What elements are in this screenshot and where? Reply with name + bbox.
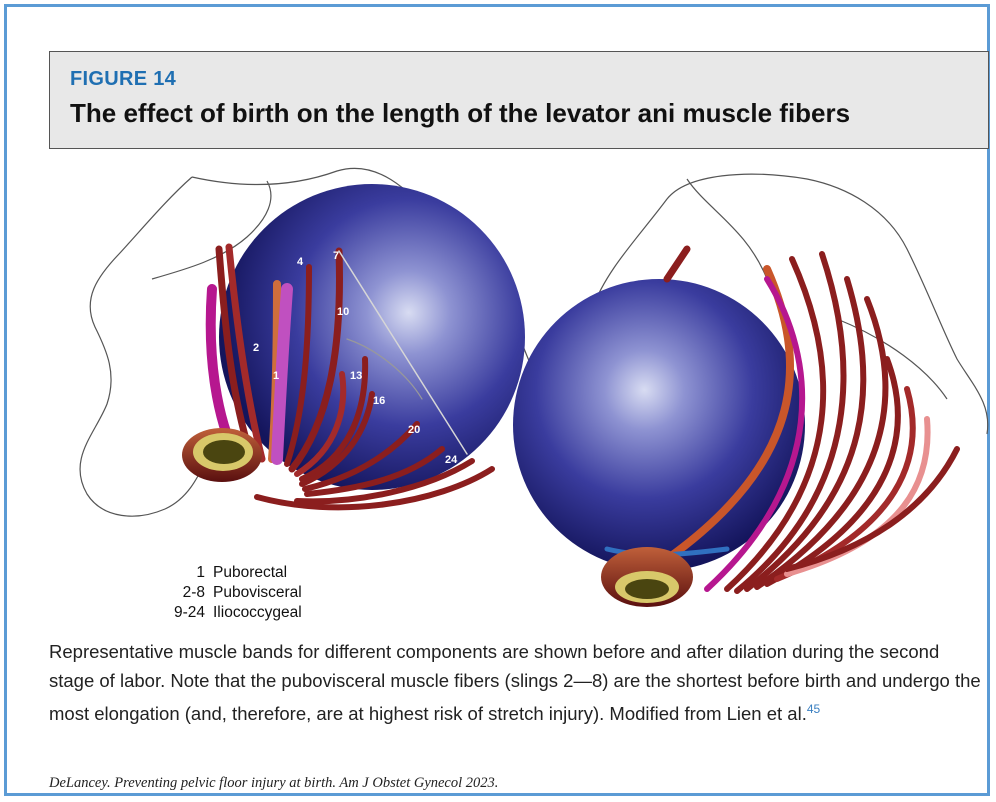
legend-item: 2-8 Pubovisceral bbox=[147, 583, 302, 603]
figure-title: The effect of birth on the length of the… bbox=[70, 98, 850, 129]
left-ring bbox=[182, 428, 262, 482]
right-ring bbox=[601, 547, 693, 607]
left-fetal-head bbox=[219, 184, 525, 490]
citation: DeLancey. Preventing pelvic floor injury… bbox=[49, 775, 498, 792]
band-label: 10 bbox=[337, 306, 349, 318]
figure-legend: 1 Puborectal 2-8 Pubovisceral 9-24 Ilioc… bbox=[147, 563, 302, 623]
figure-frame: FIGURE 14 The effect of birth on the len… bbox=[4, 4, 990, 796]
band-label: 13 bbox=[350, 370, 362, 382]
legend-item: 9-24 Iliococcygeal bbox=[147, 603, 302, 623]
legend-number: 2-8 bbox=[147, 583, 213, 603]
band-label: 24 bbox=[445, 454, 458, 466]
legend-number: 9-24 bbox=[147, 603, 213, 623]
legend-name: Pubovisceral bbox=[213, 583, 302, 603]
figure-caption: Representative muscle bands for differen… bbox=[49, 637, 989, 728]
figure-label: FIGURE 14 bbox=[70, 68, 176, 91]
band-label: 2 bbox=[253, 342, 259, 354]
legend-number: 1 bbox=[147, 563, 213, 583]
caption-text: Representative muscle bands for differen… bbox=[49, 641, 981, 724]
band-label: 4 bbox=[297, 256, 304, 268]
band-label: 7 bbox=[333, 250, 339, 262]
legend-name: Iliococcygeal bbox=[213, 603, 302, 623]
figure-header: FIGURE 14 The effect of birth on the len… bbox=[49, 51, 989, 149]
band-label: 20 bbox=[408, 424, 420, 436]
legend-item: 1 Puborectal bbox=[147, 563, 302, 583]
band-label: 16 bbox=[373, 395, 385, 407]
reference-link[interactable]: 45 bbox=[807, 702, 820, 716]
figure-illustration: 1 2 4 7 10 13 16 20 24 bbox=[47, 159, 993, 629]
band-label: 1 bbox=[273, 370, 279, 382]
legend-name: Puborectal bbox=[213, 563, 287, 583]
